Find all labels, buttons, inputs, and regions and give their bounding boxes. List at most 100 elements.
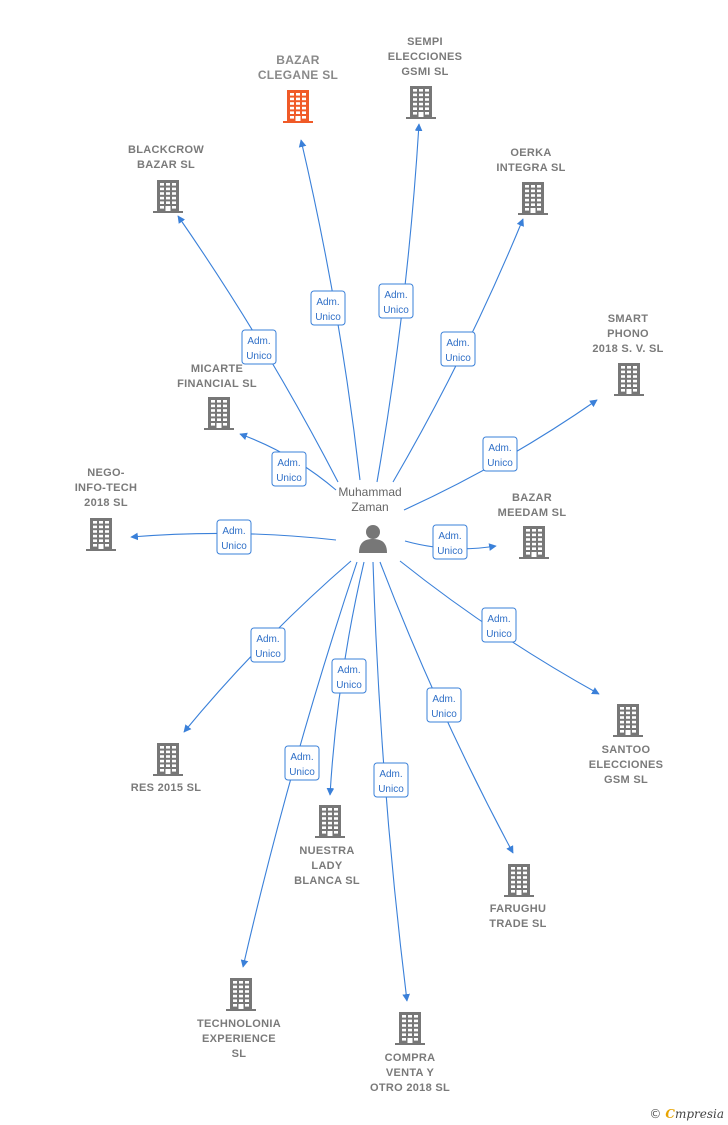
company-name-line-2: INTEGRA SL — [496, 162, 565, 174]
role-badge-res-2015[interactable]: Adm. Unico — [250, 627, 286, 663]
role-badge-smart-phono[interactable]: Adm.Unico — [482, 436, 518, 472]
company-name-line-3: GSM SL — [604, 774, 648, 786]
role-badge-line-1: Adm. — [379, 769, 402, 780]
company-name-line-1: SEMPI — [407, 36, 443, 48]
copyright-icon: © — [649, 1107, 662, 1121]
role-badge-farughu-trade[interactable]: Adm.Unico — [426, 687, 462, 723]
role-badge-bazar-meedam[interactable]: Adm.Unico — [432, 524, 468, 560]
building-icon — [504, 864, 534, 897]
person-node[interactable]: Muhammad Zaman — [338, 485, 402, 553]
company-name-line-3: BLANCA SL — [294, 875, 360, 887]
company-name-line-3: GSMI SL — [401, 66, 448, 78]
company-name-line-1: TECHNOLONIA — [197, 1018, 281, 1030]
role-badge-micarte-financial[interactable]: Adm. Unico — [271, 451, 307, 487]
role-badge-box — [482, 436, 518, 472]
company-node-sempi-elecciones[interactable]: SEMPI ELECCIONES GSMI SL — [388, 36, 463, 119]
company-name-line-2: EXPERIENCE — [202, 1033, 276, 1045]
company-name-line-1: NUESTRA — [299, 845, 354, 857]
role-badge-line-1: Adm. — [337, 665, 360, 676]
role-badge-line-2: Unico — [246, 351, 272, 362]
building-icon — [518, 182, 548, 215]
company-name-line-1: RES 2015 SL — [131, 782, 202, 794]
building-icon — [283, 90, 313, 123]
company-name-line-2: INFO-TECH — [75, 482, 138, 494]
role-badge-box — [284, 745, 320, 781]
building-icon — [395, 1012, 425, 1045]
company-name-line-3: OTRO 2018 SL — [370, 1082, 450, 1094]
role-badge-box — [373, 762, 409, 798]
person-name-line-2: Zaman — [351, 500, 388, 514]
role-badge-sempi-elecciones[interactable]: Adm. Unico — [378, 283, 414, 319]
role-badge-line-1: Adm. — [290, 752, 313, 763]
role-badge-oerka-integra[interactable]: Adm.Unico — [440, 331, 476, 367]
building-icon — [153, 743, 183, 776]
role-badge-box — [241, 329, 277, 365]
role-badge-line-2: Unico — [255, 649, 281, 660]
company-name-line-1: BLACKCROW — [128, 144, 204, 156]
role-badge-box — [426, 687, 462, 723]
role-badge-blackcrow-bazar[interactable]: Adm. Unico — [241, 329, 277, 365]
role-badge-nuestra-lady-blanca[interactable]: Adm. Unico — [331, 658, 367, 694]
role-badge-line-1: Adm. — [446, 338, 469, 349]
person-name-line-1: Muhammad — [338, 485, 401, 499]
company-name-line-1: SANTOO — [602, 744, 651, 756]
building-icon — [153, 180, 183, 213]
role-badge-line-2: Unico — [336, 680, 362, 691]
role-badge-line-2: Unico — [383, 305, 409, 316]
role-badge-bazar-clegane[interactable]: Adm.Unico — [310, 290, 346, 326]
role-badge-box — [310, 290, 346, 326]
role-badge-box — [432, 524, 468, 560]
person-icon — [359, 525, 387, 553]
role-badge-line-2: Unico — [276, 473, 302, 484]
role-badge-compra-venta[interactable]: Adm.Unico — [373, 762, 409, 798]
building-icon — [86, 518, 116, 551]
role-badge-line-1: Adm. — [247, 336, 270, 347]
company-name-line-1: SMART — [608, 313, 649, 325]
brand-first-letter: C — [665, 1107, 675, 1121]
role-badge-line-1: Adm. — [277, 458, 300, 469]
company-name-line-2: CLEGANE SL — [258, 68, 338, 82]
role-badge-line-1: Adm. — [256, 634, 279, 645]
brand-logo: ©Cmpresia — [649, 1107, 724, 1121]
role-badge-line-2: Unico — [431, 709, 457, 720]
role-badge-box — [271, 451, 307, 487]
role-badge-line-1: Adm. — [222, 526, 245, 537]
company-name-line-2: PHONO — [607, 328, 649, 340]
role-badge-line-1: Adm. — [487, 614, 510, 625]
company-node-res-2015[interactable]: RES 2015 SL — [131, 743, 202, 794]
role-badge-line-2: Unico — [289, 767, 315, 778]
role-badge-technolonia-experience[interactable]: Adm. Unico — [284, 745, 320, 781]
building-icon — [613, 704, 643, 737]
company-name-line-1: BAZAR — [512, 492, 552, 504]
role-badge-santoo-elecciones[interactable]: Adm.Unico — [481, 607, 517, 643]
building-icon — [519, 526, 549, 559]
role-badge-line-2: Unico — [221, 541, 247, 552]
company-name-line-3: 2018 SL — [84, 497, 128, 509]
company-name-line-2: FINANCIAL SL — [177, 378, 257, 390]
role-badge-line-2: Unico — [437, 546, 463, 557]
role-badge-nego-info-tech[interactable]: Adm. Unico — [216, 519, 252, 555]
role-badge-box — [378, 283, 414, 319]
building-icon — [204, 397, 234, 430]
role-badge-box — [481, 607, 517, 643]
company-name-line-2: ELECCIONES — [388, 51, 463, 63]
building-icon — [614, 363, 644, 396]
role-badge-box — [440, 331, 476, 367]
company-name-line-1: COMPRA — [385, 1052, 436, 1064]
building-icon — [226, 978, 256, 1011]
role-badge-line-1: Adm. — [488, 443, 511, 454]
role-badge-line-1: Adm. — [384, 290, 407, 301]
